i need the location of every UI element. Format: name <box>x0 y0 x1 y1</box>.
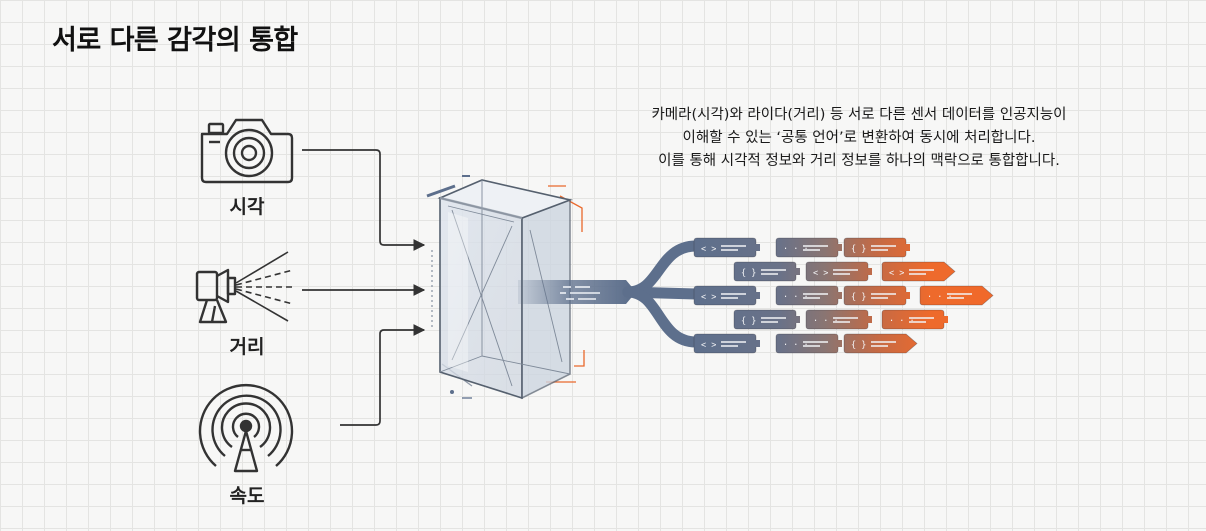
token-block: { } <box>843 333 918 354</box>
token-glyph: { } <box>741 317 756 327</box>
token-glyph: < > <box>701 293 716 303</box>
token-block: · · · <box>881 309 948 330</box>
processor-cube <box>437 179 573 400</box>
description-line-3: 이를 통해 시각적 정보와 거리 정보를 하나의 맥락으로 통합합니다. <box>658 153 1060 169</box>
branch-pipes <box>622 240 702 348</box>
lidar-beam-lines <box>235 251 296 322</box>
token-glyph: { } <box>851 245 866 255</box>
token-glyph: < > <box>889 269 904 279</box>
token-glyph: { } <box>851 341 866 351</box>
token-block: { } <box>733 309 800 330</box>
output-beam <box>518 280 636 304</box>
page-title: 서로 다른 감각의 통합 <box>52 25 298 56</box>
token-block: · · · <box>775 237 842 258</box>
token-block: { } <box>843 237 910 258</box>
sensor-label-distance: 거리 <box>229 336 265 358</box>
sensor-label-vision: 시각 <box>229 196 265 218</box>
description-line-1: 카메라(시각)와 라이다(거리) 등 서로 다른 센서 데이터를 인공지능이 <box>651 107 1067 123</box>
token-glyph: < > <box>701 245 716 255</box>
token-block: · · · <box>775 285 842 306</box>
token-block: < > <box>693 285 760 306</box>
token-glyph: { } <box>851 293 866 303</box>
token-block: < > <box>693 333 760 354</box>
radar-icon <box>198 383 294 473</box>
connector-arrows <box>302 149 426 426</box>
token-block: { } <box>733 261 800 282</box>
token-glyph: · · · <box>783 245 809 255</box>
token-block: · · · <box>775 333 842 354</box>
token-block: { } <box>843 285 910 306</box>
token-glyph: < > <box>813 269 828 279</box>
token-glyph: · · · <box>783 293 809 303</box>
token-glyph: · · · <box>813 317 839 327</box>
token-block: · · · <box>919 285 994 306</box>
lidar-icon <box>195 268 237 324</box>
token-glyph: < > <box>701 341 716 351</box>
camera-icon <box>200 118 294 184</box>
token-block: < > <box>881 261 956 282</box>
description-line-2: 이해할 수 있는 ‘공통 언어’로 변환하여 동시에 처리합니다. <box>682 130 1036 146</box>
token-glyph: · · · <box>927 293 953 303</box>
token-block: · · · <box>805 309 872 330</box>
token-glyph: · · · <box>889 317 915 327</box>
token-glyph: · · · <box>783 341 809 351</box>
token-glyph: { } <box>741 269 756 279</box>
token-block: < > <box>805 261 872 282</box>
description-text: 카메라(시각)와 라이다(거리) 등 서로 다른 센서 데이터를 인공지능이 이… <box>606 104 1112 173</box>
token-block: < > <box>693 237 760 258</box>
sensor-label-speed: 속도 <box>229 485 265 507</box>
token-grid: < > · · · { } { } < > < > < > · · · { } · · · { } ·… <box>693 237 994 354</box>
